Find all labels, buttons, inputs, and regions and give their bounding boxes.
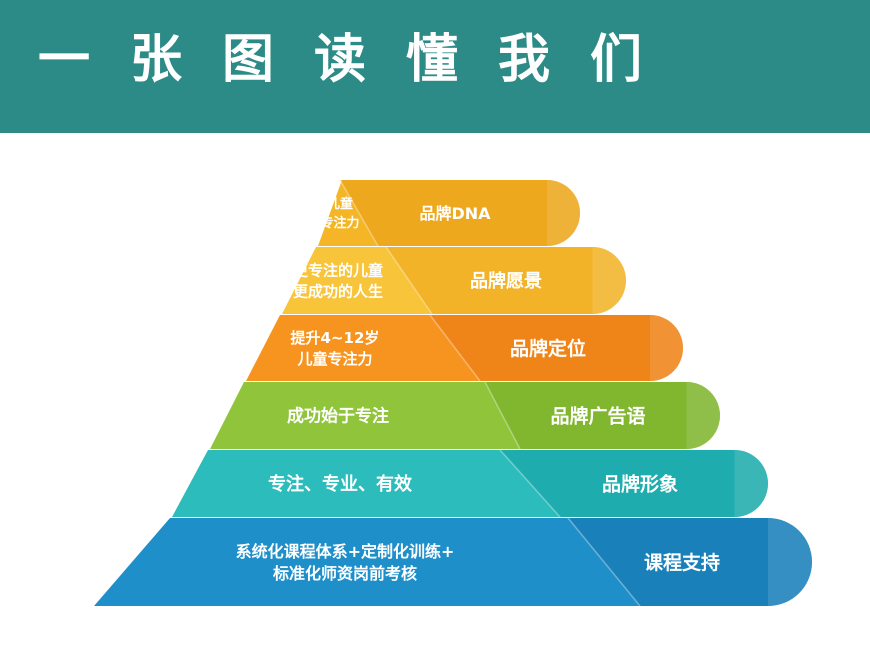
level-right-panel [386, 247, 626, 314]
level-divider [429, 314, 481, 382]
pyramid-level-5: 专注、专业、有效 品牌形象 [172, 449, 768, 518]
level-divider [339, 179, 379, 247]
page-title: 一张图读懂我们 [37, 30, 682, 90]
pyramid-level-4: 成功始于专注 品牌广告语 [210, 381, 720, 450]
level-cap [650, 315, 683, 381]
pyramid-level-1: 儿童专注力 品牌DNA [318, 179, 580, 247]
level-left-text: 专注力 [320, 215, 359, 231]
level-left-text: 标准化师资岗前考核 [272, 564, 417, 583]
level-left-text: 提升4~12岁 [291, 329, 380, 347]
level-left-text: 系统化课程体系+定制化训练+ [236, 542, 455, 561]
level-right-label: 课程支持 [644, 551, 720, 574]
pyramid-level-6: 系统化课程体系+定制化训练+ 标准化师资岗前考核 课程支持 [94, 517, 812, 607]
pyramid-layers: 儿童专注力品牌DNA更专注的儿童更成功的人生品牌愿景提升4~12岁儿童专注力品牌… [94, 179, 812, 607]
level-right-panel [568, 518, 812, 606]
level-divider [385, 246, 433, 315]
level-divider [567, 517, 641, 607]
level-left-text: 更成功的人生 [293, 282, 383, 300]
level-right-label: 品牌DNA [419, 204, 491, 223]
level-divider [499, 449, 561, 518]
level-left-text: 专注、专业、有效 [268, 473, 413, 495]
level-right-panel [485, 382, 720, 449]
level-cap [686, 382, 720, 449]
level-cap [734, 450, 768, 517]
level-right-panel [500, 450, 768, 517]
level-cap [592, 247, 626, 314]
level-cap [547, 180, 580, 246]
level-left-text: 成功始于专注 [287, 406, 389, 427]
level-divider [484, 381, 521, 450]
level-left-text: 儿童专注力 [296, 350, 372, 368]
level-right-label: 品牌形象 [602, 472, 678, 495]
level-right-panel [340, 180, 580, 246]
level-right-panel [430, 315, 683, 381]
level-cap [768, 518, 812, 606]
level-left-text: 儿童 [326, 196, 353, 212]
level-right-label: 品牌愿景 [470, 270, 542, 292]
level-right-label: 品牌广告语 [550, 404, 645, 427]
header-banner: 一张图读懂我们 [0, 0, 870, 133]
level-right-label: 品牌定位 [510, 337, 586, 360]
level-left-text: 更专注的儿童 [293, 261, 383, 279]
